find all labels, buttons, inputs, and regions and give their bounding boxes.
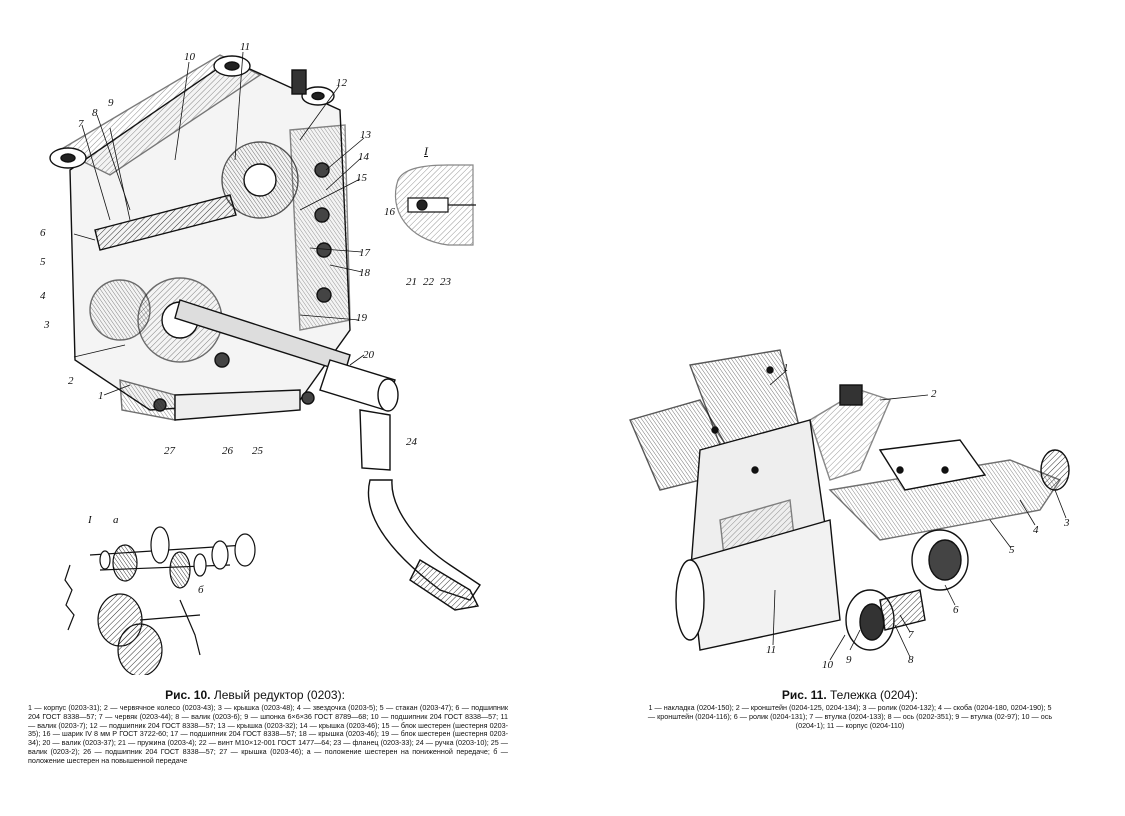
- detail-label: I: [424, 144, 428, 158]
- scheme-label-b: б: [198, 584, 204, 596]
- trolley-callout-6: 6: [953, 604, 959, 616]
- detail-callout-21: 21: [406, 276, 417, 288]
- callout-6: 6: [40, 227, 46, 239]
- callout-15: 15: [356, 172, 367, 184]
- fig10-label: Рис. 10.: [165, 688, 211, 702]
- callout-7: 7: [78, 118, 84, 130]
- fig11-title: Тележка (0204):: [830, 688, 919, 702]
- trolley-callout-7: 7: [908, 629, 914, 641]
- trolley-callout-10: 10: [822, 659, 833, 671]
- callout-13: 13: [360, 129, 371, 141]
- trolley-callout-11: 11: [766, 644, 777, 656]
- callout-10: 10: [184, 51, 195, 63]
- callout-17: 17: [359, 247, 370, 259]
- detail-callout-22: 22: [423, 276, 434, 288]
- scheme-label-a: а: [113, 514, 119, 526]
- fig10-legend: 1 — корпус (0203-31); 2 — червячное коле…: [28, 703, 508, 765]
- callout-8: 8: [92, 107, 98, 119]
- callout-27: 27: [164, 445, 175, 457]
- callout-12: 12: [336, 77, 347, 89]
- callout-26: 26: [222, 445, 233, 457]
- reducer-drawing: [49, 51, 481, 611]
- trolley-callout-2: 2: [931, 388, 937, 400]
- fig11-legend: 1 — накладка (0204-150); 2 — кронштейн (…: [647, 703, 1053, 730]
- callout-9: 9: [108, 97, 114, 109]
- trolley-callout-8: 8: [908, 654, 914, 666]
- callout-5: 5: [40, 256, 46, 268]
- callout-1: 1: [98, 390, 104, 402]
- gear-scheme-drawing: [64, 526, 256, 675]
- trolley-drawing: [629, 349, 1070, 661]
- fig11-label: Рис. 11.: [781, 688, 827, 702]
- callout-24: 24: [406, 436, 417, 448]
- callout-2: 2: [68, 375, 74, 387]
- callout-3: 3: [44, 319, 50, 331]
- fig11-caption-title: Рис. 11. Тележка (0204):: [760, 688, 940, 702]
- fig10-title: Левый редуктор (0203):: [213, 688, 345, 702]
- trolley-callout-3: 3: [1064, 517, 1070, 529]
- callout-20: 20: [363, 349, 374, 361]
- trolley-callout-1: 1: [783, 362, 789, 374]
- callout-11: 11: [240, 41, 251, 53]
- detail-callout-23: 23: [440, 276, 451, 288]
- scheme-label-I: I: [88, 514, 92, 526]
- trolley-callout-4: 4: [1033, 524, 1039, 536]
- detail-callout-16: 16: [384, 206, 395, 218]
- callout-4: 4: [40, 290, 46, 302]
- detail-I-drawing: [394, 164, 476, 246]
- callout-14: 14: [358, 151, 369, 163]
- callout-19: 19: [356, 312, 367, 324]
- fig10-caption-title: Рис. 10. Левый редуктор (0203):: [160, 688, 350, 702]
- callout-18: 18: [359, 267, 370, 279]
- trolley-callout-9: 9: [846, 654, 852, 666]
- callout-25: 25: [252, 445, 263, 457]
- trolley-callout-5: 5: [1009, 544, 1015, 556]
